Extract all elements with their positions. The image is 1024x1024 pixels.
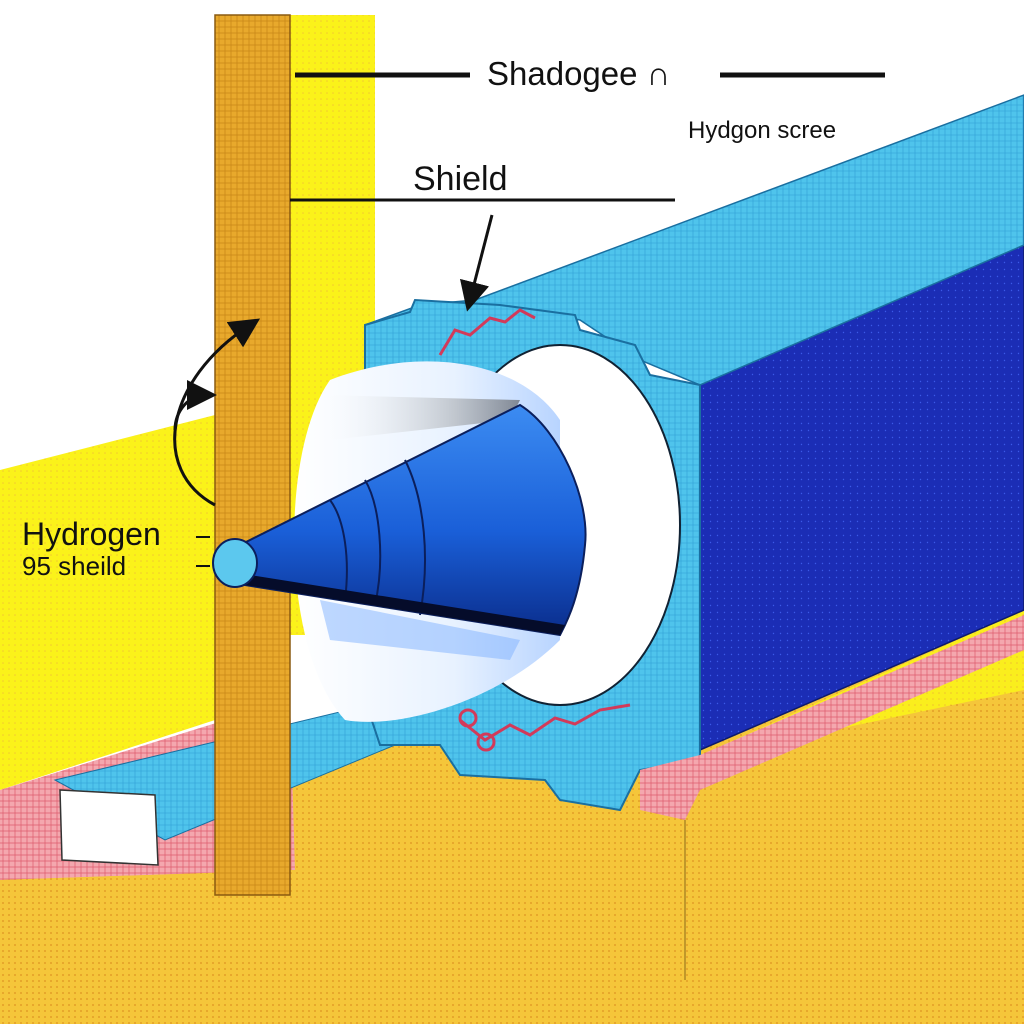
- vertical-post: [214, 14, 291, 896]
- label-hydgon-scree: Hydgon scree: [688, 117, 836, 144]
- coils: [438, 308, 631, 752]
- label-95-sheild: 95 sheild: [22, 551, 126, 581]
- small-block: [59, 789, 159, 866]
- cone-tip: [212, 538, 258, 588]
- annotation-lines: [173, 72, 885, 567]
- label-shadogee: Shadogee ∩: [487, 55, 670, 92]
- label-hydrogen: Hydrogen: [22, 516, 161, 552]
- label-shield: Shield: [413, 160, 508, 198]
- cone: [212, 403, 587, 637]
